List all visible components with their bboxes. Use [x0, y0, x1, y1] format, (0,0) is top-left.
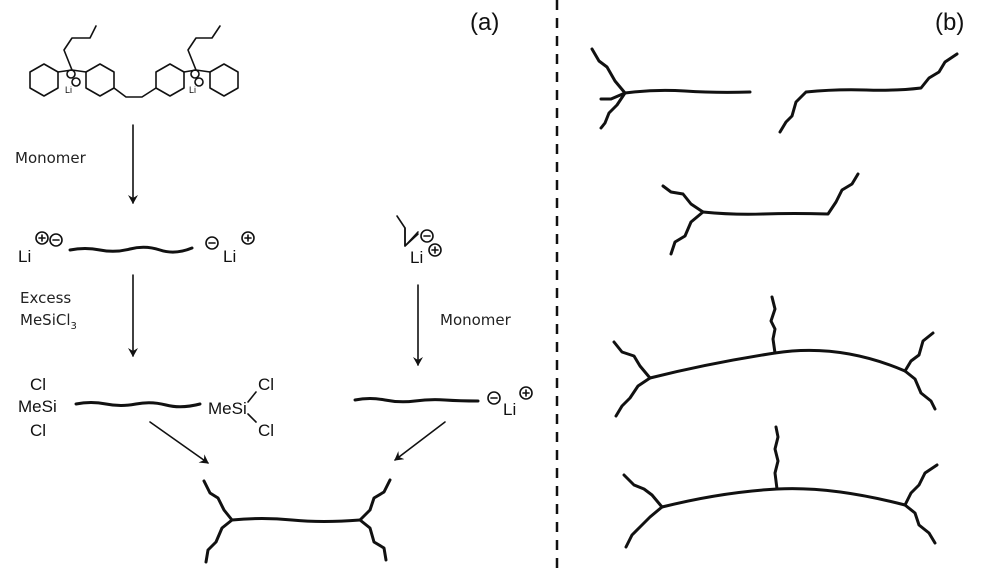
structure-b1-star-and-linear	[590, 47, 959, 134]
silane-capped-chain: Cl MeSi Cl MeSi Cl Cl	[18, 375, 274, 440]
secbuli-li: Li	[410, 248, 423, 267]
arrow-diagonal-right	[394, 421, 446, 461]
monomer-label-right: Monomer	[440, 311, 512, 329]
mesi-left: MeSi	[18, 397, 57, 416]
cl-right-bottom: Cl	[258, 421, 274, 440]
difunctional-initiator-structure: Li Li	[29, 25, 239, 98]
structure-b3-comb	[612, 295, 937, 418]
arrow-diagonal-left	[149, 421, 209, 464]
panel-label-a: (a)	[470, 9, 499, 36]
arm-li: Li	[503, 400, 516, 419]
cl-bottom: Cl	[30, 421, 46, 440]
sec-butyllithium: Li	[396, 215, 442, 267]
living-difunctional-chain: Li Li	[18, 231, 255, 266]
structure-b2-asymmetric-star	[661, 172, 860, 256]
li-left: Li	[18, 247, 31, 266]
panel-label-b: (b)	[935, 9, 964, 36]
excess-label: Excess	[20, 289, 71, 307]
initiator-li-left: Li	[65, 85, 72, 95]
mesi-right: MeSi	[208, 399, 247, 418]
reagent-label: MeSiCl3	[20, 311, 77, 332]
cl-top: Cl	[30, 375, 46, 394]
cl-right-top: Cl	[258, 375, 274, 394]
initiator-li-right: Li	[189, 85, 196, 95]
structure-b4-comb	[622, 425, 939, 549]
li-right: Li	[223, 247, 236, 266]
h-shaped-product	[202, 478, 392, 564]
living-arm: Li	[353, 386, 533, 419]
monomer-label-left: Monomer	[15, 149, 87, 167]
